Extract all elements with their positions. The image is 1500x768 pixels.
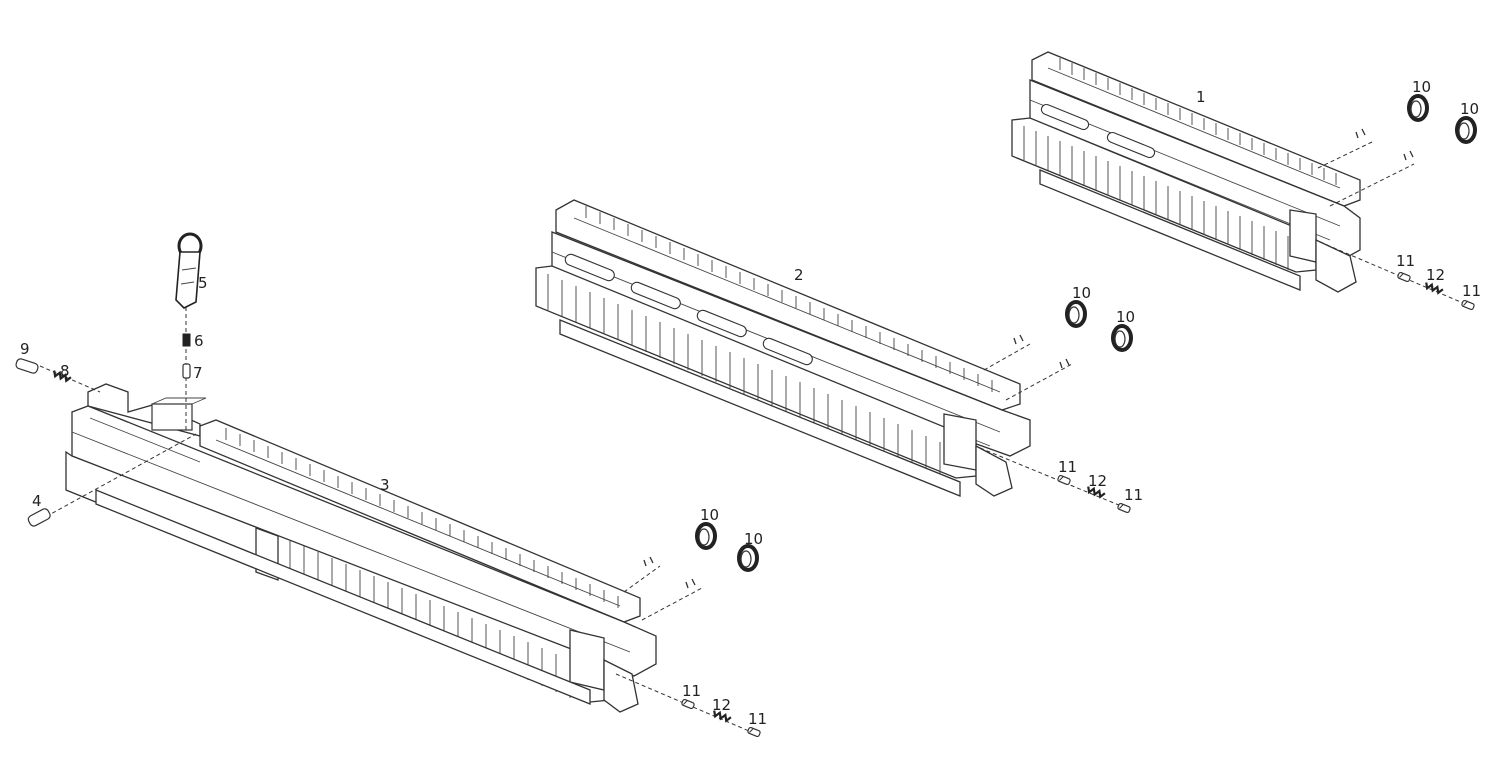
assembly-3-screw-guide (623, 565, 661, 593)
callout-part-6: 6 (194, 332, 204, 350)
callout-part-11: 11 (1462, 282, 1481, 300)
screw-10 (684, 544, 759, 590)
assembly-2-screw-guide (983, 343, 1031, 371)
callout-part-11: 11 (1058, 458, 1077, 476)
rail-3-slots (215, 428, 621, 608)
assembly-1-pin-guide (1319, 241, 1471, 307)
callout-part-8: 8 (60, 362, 70, 380)
callout-part-10: 10 (1460, 100, 1479, 118)
screw-10 (642, 522, 717, 568)
rear-pin-guide (39, 365, 101, 393)
pin-11 (1116, 502, 1132, 514)
callout-part-12: 12 (1426, 266, 1445, 284)
callout-rail-2: 2 (794, 266, 804, 284)
pin-11 (1056, 474, 1072, 486)
detent-6 (182, 333, 191, 347)
rail-1-slots (1047, 58, 1341, 189)
callout-part-9: 9 (20, 340, 30, 358)
sight-lever-5 (175, 232, 203, 309)
assembly-1-screw-guide (1317, 141, 1373, 169)
assembly-2-screw-guide (1005, 363, 1073, 401)
callout-part-10: 10 (700, 506, 719, 524)
screw-10 (1012, 300, 1087, 346)
callout-part-12: 12 (712, 696, 731, 714)
pin-11 (1460, 299, 1476, 311)
assembly-2-pin-guide (979, 447, 1127, 509)
callout-part-11: 11 (748, 710, 767, 728)
pin-11 (746, 726, 762, 738)
callout-part-4: 4 (32, 492, 42, 510)
pin-4 (27, 508, 51, 527)
handguard-rail-1 (1011, 51, 1361, 293)
pin-11 (1396, 271, 1412, 283)
callout-part-11: 11 (682, 682, 701, 700)
handguard-rail-3 (65, 383, 657, 713)
spring-7 (182, 363, 191, 379)
handguard-rail-2 (535, 199, 1031, 497)
assembly-3-screw-guide (641, 587, 703, 621)
screw-10 (1058, 324, 1133, 370)
callout-rail-3: 3 (380, 476, 390, 494)
callout-part-7: 7 (193, 364, 203, 382)
rail-1-ribs (1023, 126, 1289, 270)
pin-9 (15, 358, 39, 374)
callout-part-11: 11 (1396, 252, 1415, 270)
spring-12 (1423, 281, 1445, 296)
callout-part-10: 10 (744, 530, 763, 548)
assembly-3-pin-guide (615, 673, 757, 735)
callout-part-10: 10 (1116, 308, 1135, 326)
callout-part-12: 12 (1088, 472, 1107, 490)
callout-rail-1: 1 (1196, 88, 1206, 106)
callout-part-11: 11 (1124, 486, 1143, 504)
pin-11 (680, 698, 696, 710)
rail-3-ribs (289, 540, 571, 698)
callout-part-5: 5 (198, 274, 208, 292)
assembly-1-screw-guide (1329, 163, 1415, 207)
callout-part-10: 10 (1072, 284, 1091, 302)
screw-10 (1354, 94, 1429, 140)
cross-pin-guide (39, 433, 197, 521)
rail-2-slots (573, 206, 1001, 393)
callout-part-10: 10 (1412, 78, 1431, 96)
screw-10 (1402, 116, 1477, 162)
rail-2-ribs (547, 274, 941, 478)
